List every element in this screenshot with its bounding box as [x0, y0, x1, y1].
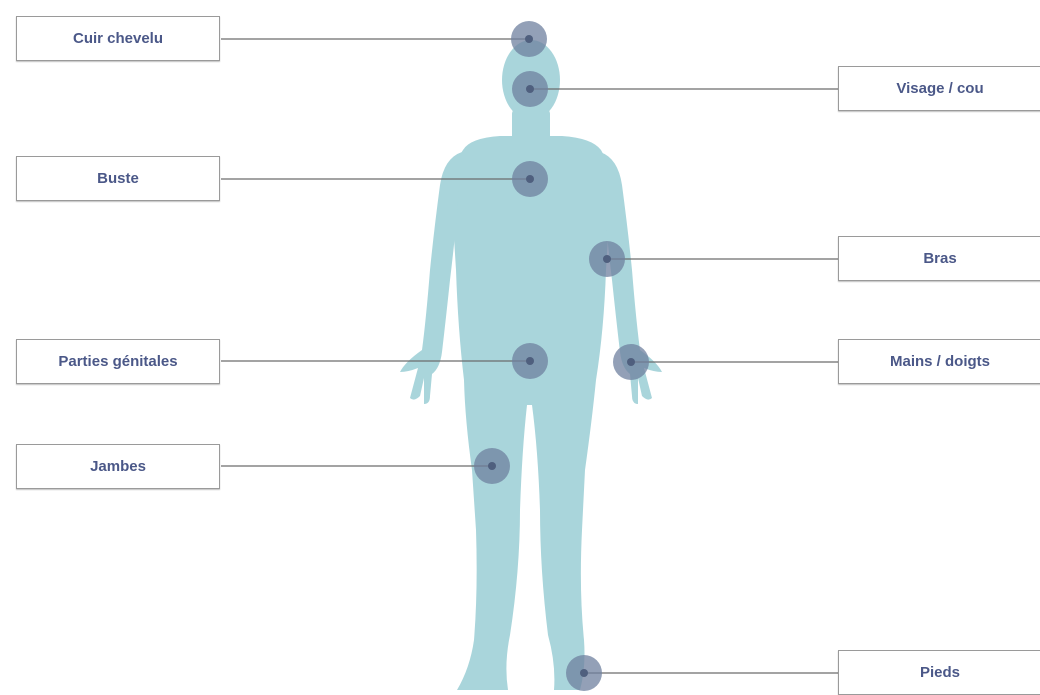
label-scalp-text: Cuir chevelu	[73, 30, 163, 47]
label-legs-text: Jambes	[90, 458, 146, 475]
label-face-neck[interactable]: Visage / cou	[838, 66, 1040, 111]
marker-torso[interactable]	[512, 161, 548, 197]
label-torso[interactable]: Buste	[16, 156, 220, 201]
label-hands-fingers-text: Mains / doigts	[890, 353, 990, 370]
label-torso-text: Buste	[97, 170, 139, 187]
label-scalp[interactable]: Cuir chevelu	[16, 16, 220, 61]
label-feet-text: Pieds	[920, 664, 960, 681]
label-genitals-text: Parties génitales	[58, 353, 177, 370]
label-legs[interactable]: Jambes	[16, 444, 220, 489]
label-arms-text: Bras	[923, 250, 956, 267]
marker-scalp[interactable]	[511, 21, 547, 57]
label-genitals[interactable]: Parties génitales	[16, 339, 220, 384]
label-arms[interactable]: Bras	[838, 236, 1040, 281]
marker-genitals[interactable]	[512, 343, 548, 379]
marker-arms[interactable]	[589, 241, 625, 277]
label-face-neck-text: Visage / cou	[896, 80, 983, 97]
label-hands-fingers[interactable]: Mains / doigts	[838, 339, 1040, 384]
marker-feet[interactable]	[566, 655, 602, 691]
label-feet[interactable]: Pieds	[838, 650, 1040, 695]
marker-legs[interactable]	[474, 448, 510, 484]
marker-face-neck[interactable]	[512, 71, 548, 107]
marker-hands-fingers[interactable]	[613, 344, 649, 380]
